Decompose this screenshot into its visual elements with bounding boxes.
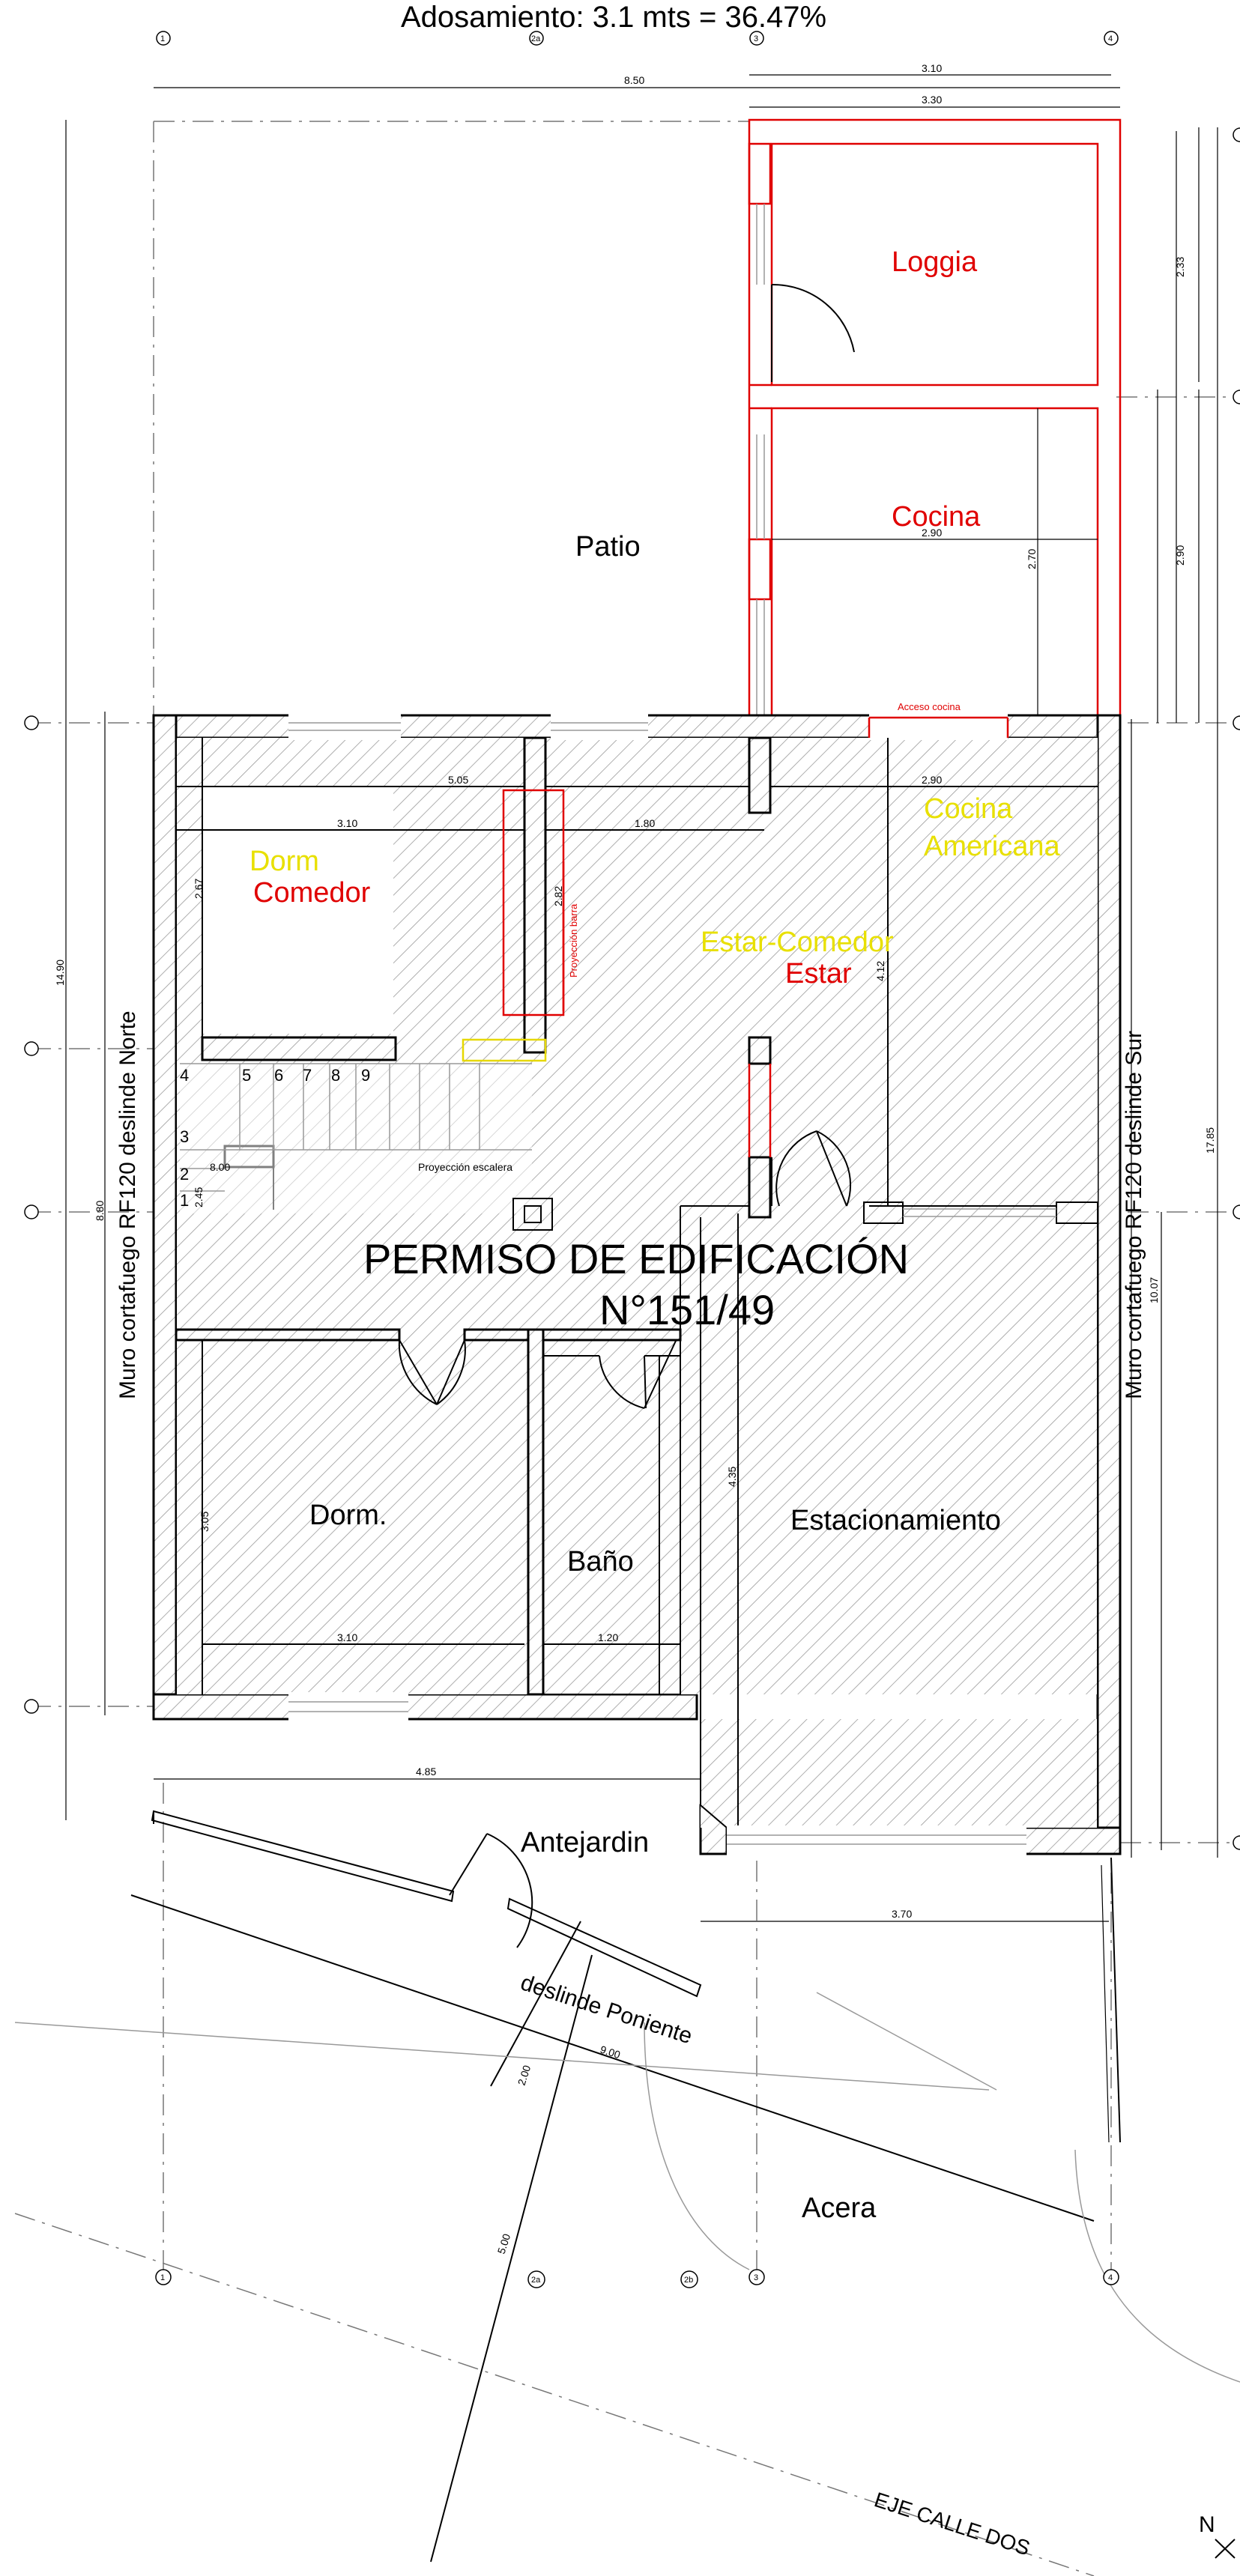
- dim-1490: 14.90: [54, 960, 66, 986]
- svg-text:4: 4: [1108, 34, 1113, 43]
- dim-270: 2.70: [1026, 549, 1038, 569]
- svg-text:2a: 2a: [531, 34, 541, 43]
- room-loggia: Loggia: [892, 246, 978, 278]
- permit-line-2: N°151/49: [599, 1286, 775, 1333]
- svg-text:6: 6: [274, 1066, 283, 1085]
- dim-800: 8.00: [210, 1161, 230, 1173]
- dim-245: 2.45: [193, 1187, 205, 1207]
- proyeccion-barra-label: Proyección barra: [568, 903, 579, 978]
- dim-120: 1.20: [598, 1631, 618, 1643]
- stair-steps: 1 2 3 4 5 6 7 8 9: [180, 1066, 370, 1210]
- room-estacionamiento: Estacionamiento: [790, 1505, 1001, 1536]
- dim-310-top: 3.10: [922, 62, 942, 74]
- dim-330: 3.30: [922, 94, 942, 106]
- svg-text:4: 4: [1108, 2273, 1113, 2282]
- svg-text:5: 5: [242, 1066, 251, 1085]
- top-wall-openings: [288, 713, 1009, 740]
- deslinde-poniente-label: deslinde Poniente: [518, 1970, 695, 2049]
- svg-text:1: 1: [160, 2273, 165, 2282]
- muro-norte-label: Muro cortafuego RF120 deslinde Norte: [115, 1010, 140, 1399]
- front-area: [14, 1778, 1240, 2576]
- dim-850: 8.50: [624, 74, 644, 86]
- room-estar: Estar: [785, 958, 852, 990]
- room-cocina-americana-1: Cocina: [924, 793, 1013, 825]
- room-dorm-yellow: Dorm: [249, 846, 319, 877]
- dim-310-dorm: 3.10: [337, 817, 357, 829]
- svg-text:9: 9: [361, 1066, 370, 1085]
- room-patio: Patio: [575, 531, 641, 563]
- interior-walls: [175, 736, 1098, 1828]
- bar-projection: [462, 789, 565, 1062]
- room-antejardin: Antejardin: [521, 1827, 649, 1858]
- acceso-cocina-label: Acceso cocina: [898, 701, 961, 712]
- dim-505: 5.05: [448, 774, 468, 786]
- svg-text:2b: 2b: [684, 2276, 693, 2285]
- proyeccion-escalera-label: Proyección escalera: [418, 1161, 512, 1173]
- dim-290-cocina: 2.90: [922, 527, 942, 539]
- left-dimensions: [65, 120, 106, 1820]
- dim-412: 4.12: [874, 961, 886, 981]
- right-dimensions: [1131, 127, 1218, 1858]
- room-dorm: Dorm.: [309, 1500, 387, 1531]
- room-bano: Baño: [567, 1546, 634, 1578]
- svg-text:2a: 2a: [531, 2276, 541, 2285]
- adosamiento-title: Adosamiento: 3.1 mts = 36.47%: [401, 1, 826, 34]
- dim-290-right: 2.90: [1174, 545, 1186, 566]
- eje-calle-label: EJE CALLE DOS: [871, 2488, 1032, 2560]
- svg-text:3: 3: [754, 34, 758, 43]
- svg-text:3: 3: [754, 2273, 758, 2282]
- dim-233: 2.33: [1174, 257, 1186, 277]
- svg-text:1: 1: [180, 1191, 189, 1210]
- svg-text:7: 7: [303, 1066, 312, 1085]
- dim-200: 2.00: [515, 2064, 533, 2087]
- top-dimensions: 8.50 3.10 3.30: [154, 62, 1120, 108]
- dim-1007: 10.07: [1148, 1277, 1160, 1303]
- dim-310-bottom: 3.10: [337, 1631, 357, 1643]
- grid-axes: [30, 121, 1240, 2277]
- muro-sur-label: Muro cortafuego RF120 deslinde Sur: [1122, 1031, 1146, 1399]
- svg-text:1: 1: [160, 34, 165, 43]
- room-estar-comedor-yellow: Estar-Comedor: [701, 927, 894, 958]
- svg-text:8: 8: [331, 1066, 340, 1085]
- dim-282: 2.82: [552, 886, 564, 906]
- dim-370: 3.70: [892, 1908, 912, 1920]
- dim-305: 3.05: [199, 1512, 211, 1532]
- rear-addition: [748, 118, 1122, 724]
- dim-290-am: 2.90: [922, 774, 942, 786]
- room-cocina: Cocina: [892, 501, 981, 533]
- dim-500: 5.00: [495, 2232, 513, 2255]
- dim-485: 4.85: [416, 1766, 436, 1778]
- room-acera: Acera: [802, 2192, 877, 2224]
- dim-880: 8.80: [94, 1201, 106, 1221]
- svg-text:4: 4: [180, 1066, 189, 1085]
- north-arrow-icon: [1215, 2539, 1236, 2559]
- room-comedor: Comedor: [253, 877, 371, 909]
- room-cocina-americana-2: Americana: [924, 831, 1060, 862]
- dim-180: 1.80: [635, 817, 655, 829]
- dim-1785: 17.85: [1204, 1127, 1216, 1154]
- dim-900: 9.00: [599, 2043, 622, 2061]
- grid-bubbles-left: [24, 127, 1240, 1850]
- dim-435: 4.35: [726, 1467, 738, 1487]
- dim-267: 2.67: [193, 879, 205, 899]
- svg-text:3: 3: [180, 1127, 189, 1146]
- north-label: N: [1199, 2512, 1215, 2537]
- permit-line-1: PERMISO DE EDIFICACIÓN: [363, 1235, 909, 1282]
- svg-text:2: 2: [180, 1165, 189, 1184]
- grid-bubbles-bottom: 1 2a 2b 3 4: [155, 2269, 1119, 2288]
- grid-bubbles-top: 1 2a 3 4: [156, 31, 1119, 46]
- bottom-wall-openings: [288, 1692, 1026, 1855]
